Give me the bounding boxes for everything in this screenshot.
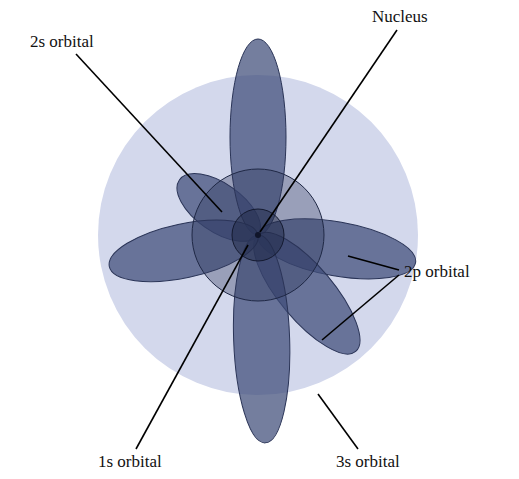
- nucleus-dot: [255, 232, 261, 238]
- leader-line: [348, 256, 399, 270]
- part-label: 2p orbital: [404, 262, 470, 282]
- orbital-1s: [232, 209, 284, 261]
- leader-line: [136, 245, 248, 449]
- leader-line: [322, 275, 399, 340]
- leader-lines: [76, 30, 399, 449]
- part-label: 1s orbital: [98, 452, 162, 472]
- leader-line: [76, 54, 222, 212]
- part-label: 2s orbital: [30, 32, 94, 52]
- part-label: Nucleus: [372, 7, 428, 27]
- orbital-2s: [192, 169, 324, 301]
- leader-line: [318, 394, 358, 449]
- part-label: 3s orbital: [336, 452, 400, 472]
- leader-line: [260, 30, 397, 232]
- orbital-2p-lobes: [104, 39, 421, 444]
